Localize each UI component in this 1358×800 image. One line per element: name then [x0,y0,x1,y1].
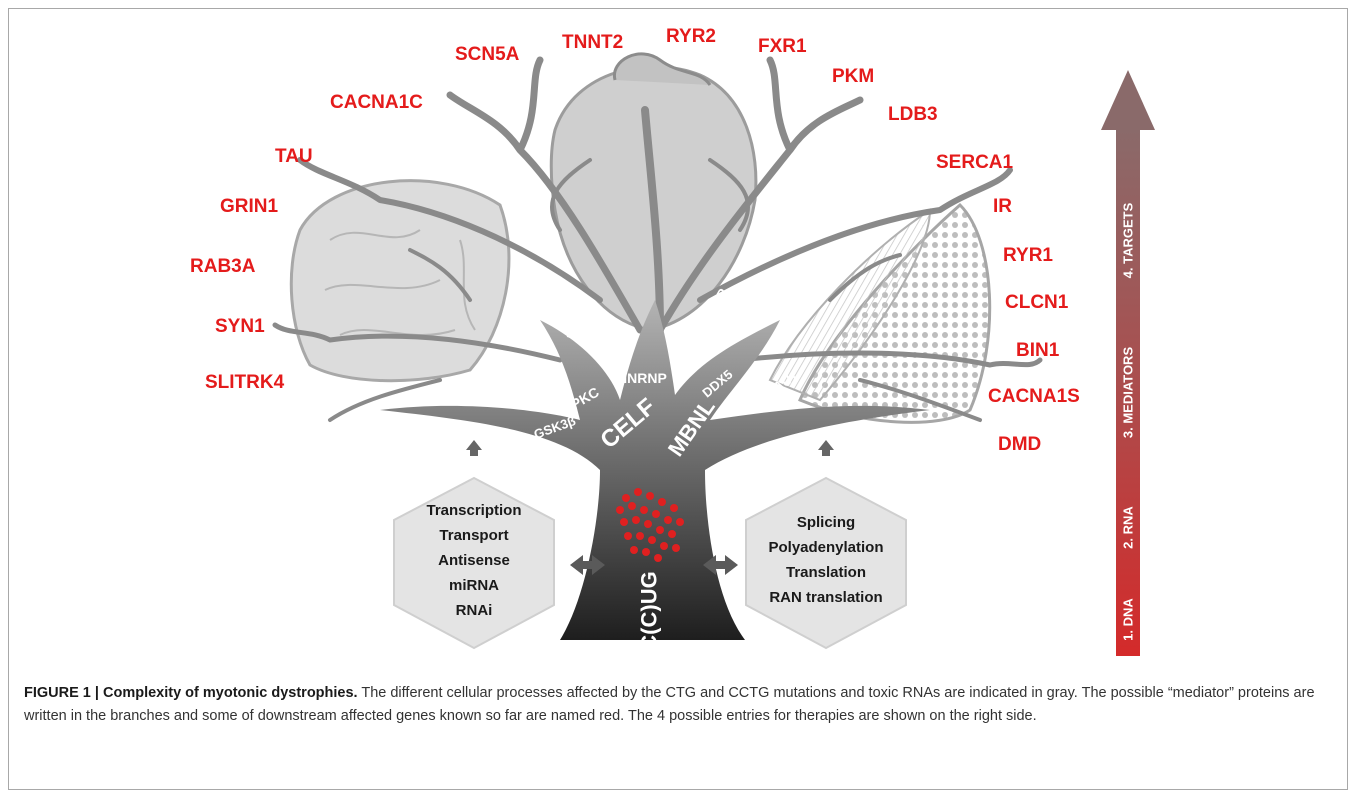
gene-label: PKM [832,66,875,87]
hex-item: RAN translation [769,589,883,606]
caption-label: FIGURE 1 | Complexity of myotonic dystro… [24,685,358,701]
gene-label: RAB3A [190,256,256,277]
gene-label: DMD [998,434,1042,455]
gene-label: CACNA1S [988,386,1080,407]
stage-label: 4. TARGETS [1120,202,1136,279]
left-hex-list: Transcription Transport Antisense miRNA … [394,498,554,623]
hex-item: Transcription [426,502,522,519]
gene-label: BIN1 [1016,340,1060,361]
tree-diagram [272,52,1155,656]
stage-label: 1. DNA [1120,598,1136,641]
mediator-label: HNRNP [617,370,667,386]
figure-caption: FIGURE 1 | Complexity of myotonic dystro… [24,682,1334,728]
right-hex-list: Splicing Polyadenylation Translation RAN… [746,510,906,610]
gene-label: TAU [275,146,313,167]
caption-text: The different cellular processes affecte… [24,685,1315,724]
gene-label: LDB3 [888,104,938,125]
hex-item: Transport [439,527,509,544]
stage-label: 3. MEDIATORS [1120,346,1136,439]
gene-label: IR [993,196,1012,217]
hex-item: Polyadenylation [768,539,884,556]
hex-item: Splicing [796,514,856,531]
figure-illustration: SCN5A CACNA1C TAU GRIN1 RAB3A SYN1 SLITR… [190,26,1155,656]
trunk-label: C(C)UG [636,571,662,651]
gene-label: SERCA1 [936,152,1014,173]
hex-item: miRNA [448,577,499,594]
gene-label: GRIN1 [220,196,279,217]
figure-frame [8,8,1348,790]
stage-label: 2. RNA [1120,506,1136,549]
gene-label: TNNT2 [562,32,624,53]
gene-label: CLCN1 [1005,292,1069,313]
gene-label: RYR2 [666,26,716,47]
hex-item: Antisense [438,552,510,569]
gene-label: SLITRK4 [205,372,285,393]
gene-label: SYN1 [215,316,265,337]
gene-label: SCN5A [455,44,520,65]
gene-label: RYR1 [1003,245,1053,266]
gene-label: CACNA1C [330,92,423,113]
gene-label: FXR1 [758,36,807,57]
hex-item: RNAi [455,602,493,619]
hex-item: Translation [785,564,867,581]
